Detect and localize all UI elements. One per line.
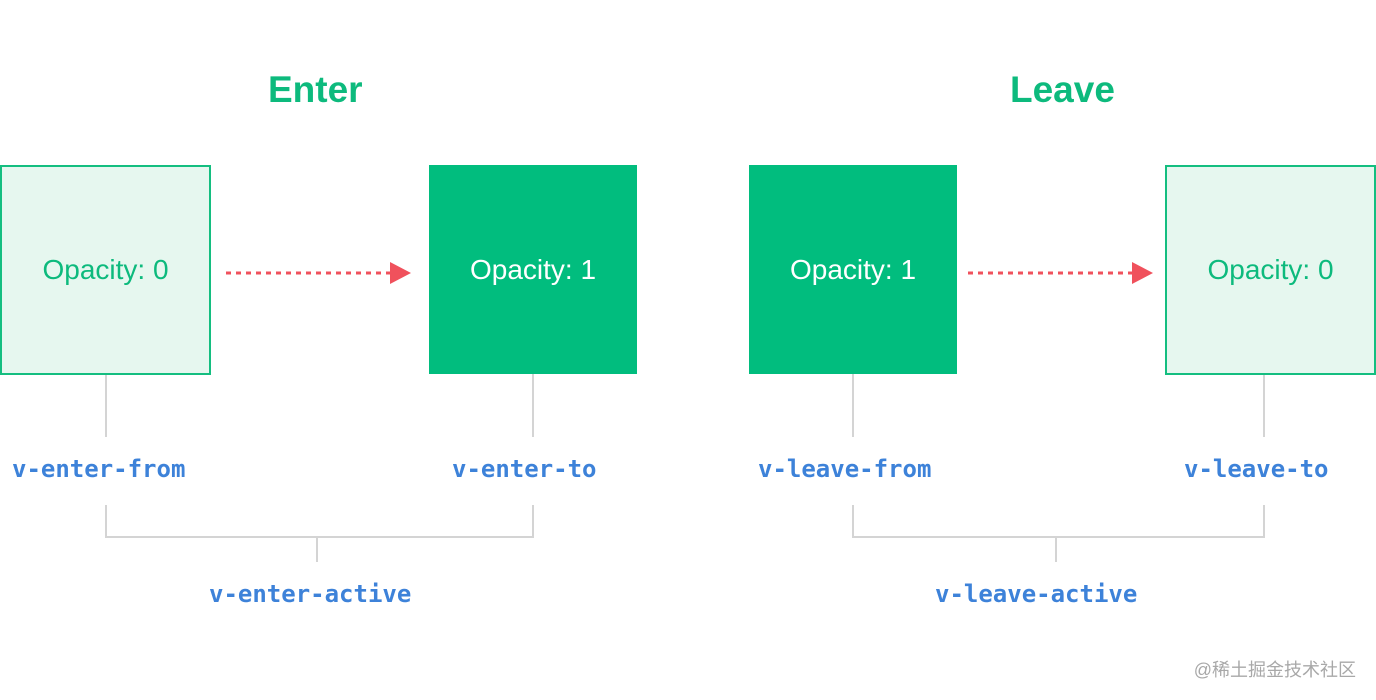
watermark: @稀土掘金技术社区 — [1193, 660, 1356, 680]
enter-bracket-left — [105, 505, 107, 538]
enter-bracket-right — [532, 505, 534, 538]
enter-bracket-bar — [105, 536, 534, 538]
enter-from-label: v-enter-from — [12, 455, 186, 483]
leave-to-label: v-leave-to — [1184, 455, 1329, 483]
leave-bracket-bar — [852, 536, 1265, 538]
enter-bracket-stem — [316, 536, 318, 562]
leave-bracket-right — [1263, 505, 1265, 538]
leave-bracket-left — [852, 505, 854, 538]
enter-title: Enter — [268, 69, 363, 110]
enter-to-box-text: Opacity: 1 — [469, 253, 597, 285]
enter-from-connector — [105, 375, 107, 437]
leave-active-label: v-leave-active — [935, 580, 1138, 608]
leave-to-connector — [1263, 375, 1265, 437]
leave-from-label: v-leave-from — [758, 455, 932, 483]
enter-from-box: Opacity: 0 — [0, 165, 211, 375]
leave-bracket-stem — [1055, 536, 1057, 562]
leave-title: Leave — [1010, 69, 1115, 110]
enter-from-box-text: Opacity: 0 — [42, 254, 169, 285]
leave-from-box: Opacity: 1 — [749, 165, 957, 374]
enter-active-label: v-enter-active — [209, 580, 412, 608]
leave-to-box: Opacity: 0 — [1165, 165, 1376, 375]
leave-to-box-text: Opacity: 0 — [1207, 254, 1334, 285]
enter-arrow-icon — [226, 262, 411, 284]
leave-from-box-text: Opacity: 1 — [789, 253, 917, 285]
enter-to-label: v-enter-to — [452, 455, 597, 483]
leave-from-connector — [852, 374, 854, 437]
leave-arrow-icon — [968, 262, 1153, 284]
enter-to-box: Opacity: 1 — [429, 165, 637, 374]
enter-to-connector — [532, 374, 534, 437]
